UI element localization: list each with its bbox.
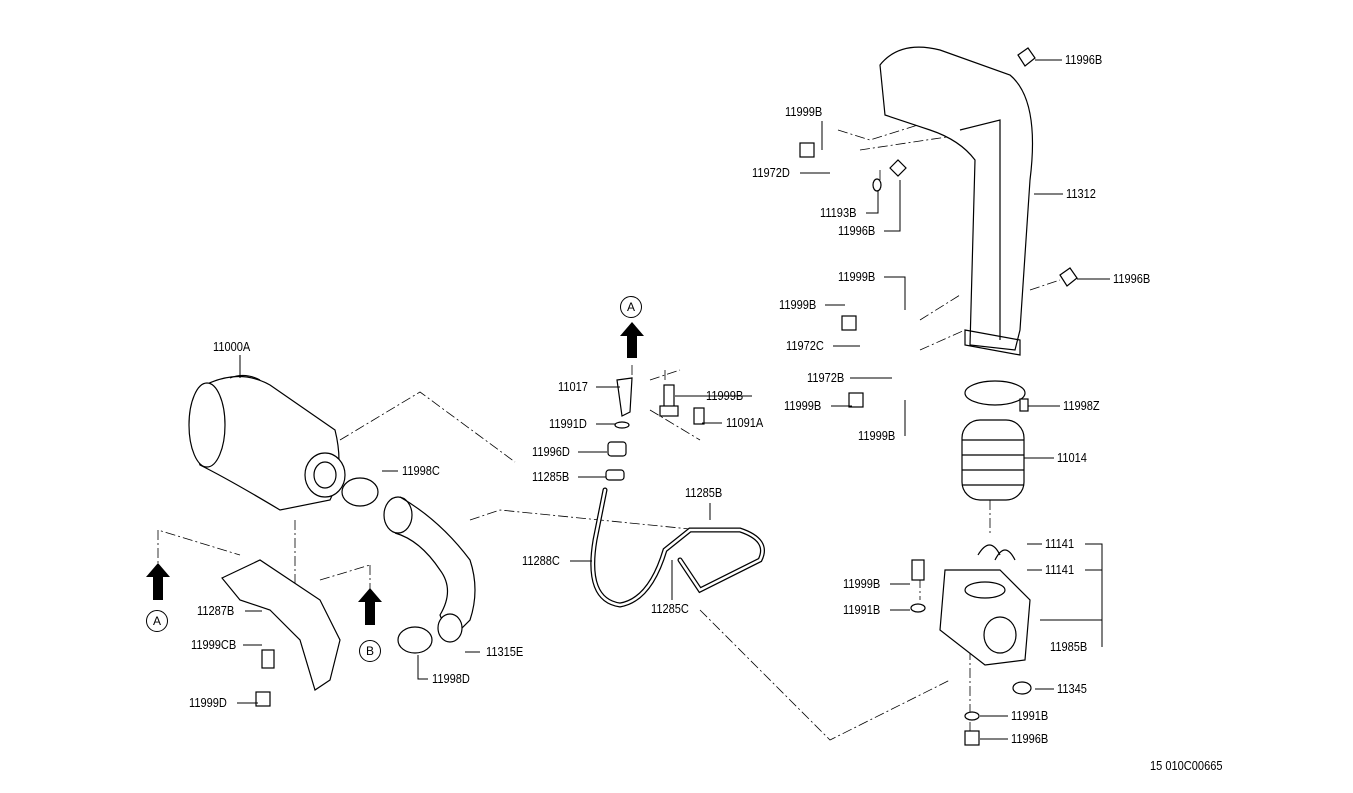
part-label: 11991B: [1011, 708, 1049, 723]
part-label: 11141: [1045, 562, 1075, 577]
part-label: 11996B: [1113, 271, 1151, 286]
hose-11315E: [383, 496, 476, 643]
part-label: 11091A: [726, 415, 764, 430]
part-label: 11999CB: [191, 637, 237, 652]
air-duct-11312: [879, 46, 1034, 356]
part-label: 11999B: [784, 398, 822, 413]
part-label: 11285B: [685, 485, 723, 500]
part-label: 11998C: [402, 463, 440, 478]
guide-lines: [157, 114, 1061, 741]
reference-marker-a-top: A: [620, 296, 642, 318]
part-label: 11999B: [843, 576, 881, 591]
part-label: 11287B: [197, 603, 235, 618]
bracket-11287B: [221, 559, 341, 691]
part-label: 11996B: [838, 223, 876, 238]
part-label: 11985B: [1050, 639, 1088, 654]
part-label: 11996B: [1065, 52, 1103, 67]
part-label: 11193B: [820, 205, 857, 220]
part-label: 11999B: [706, 388, 744, 403]
part-label: 11014: [1057, 450, 1087, 465]
part-label: 11996D: [532, 444, 570, 459]
part-label: 11998D: [432, 671, 470, 686]
clip-11141: [977, 544, 1016, 561]
part-label: 11017: [558, 379, 588, 394]
reference-marker-a-left: A: [146, 610, 168, 632]
clamp-11998D: [397, 626, 433, 654]
part-label: 11285B: [532, 469, 570, 484]
housing-11985B: [939, 569, 1031, 666]
part-label: 11991B: [843, 602, 881, 617]
part-label: 11999D: [189, 695, 227, 710]
hose-11288C: [590, 487, 765, 608]
part-label: 11999B: [785, 104, 823, 119]
part-label: 11972B: [807, 370, 845, 385]
part-label: 11999B: [838, 269, 876, 284]
reference-marker-b: B: [359, 640, 381, 662]
part-label: 11991D: [549, 416, 587, 431]
footer-code: 15 010C00665: [1150, 758, 1223, 773]
bellows-11014: [961, 380, 1026, 501]
part-label: 11315E: [486, 644, 524, 659]
part-label: 11345: [1057, 681, 1087, 696]
part-label: 11999B: [779, 297, 817, 312]
part-label: 11288C: [522, 553, 560, 568]
part-label: 11996B: [1011, 731, 1049, 746]
part-label: 11312: [1066, 186, 1096, 201]
direction-arrows: [146, 322, 644, 625]
clamp-11998C: [341, 477, 379, 507]
part-label: 11000A: [213, 339, 251, 354]
part-label: 11999B: [858, 428, 896, 443]
air-cleaner-11000A: [188, 374, 346, 511]
part-label: 11972D: [752, 165, 790, 180]
part-label: 11285C: [651, 601, 689, 616]
part-label: 11972C: [786, 338, 824, 353]
leader-lines: [237, 59, 1110, 740]
part-label: 11141: [1045, 536, 1075, 551]
part-label: 11998Z: [1063, 398, 1100, 413]
